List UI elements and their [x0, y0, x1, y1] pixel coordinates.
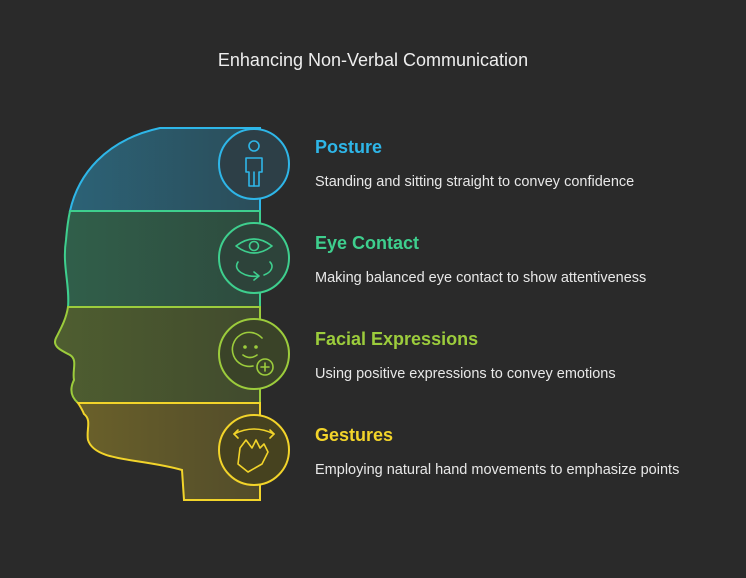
gestures-band: [76, 402, 261, 501]
facial-expressions-icon-group: [218, 318, 290, 390]
standing-person-icon: [245, 140, 263, 187]
eye-cycle-icon: [235, 238, 273, 281]
eye-contact-item: Eye Contact Making balanced eye contact …: [315, 233, 735, 286]
gestures-heading: Gestures: [315, 425, 394, 445]
posture-heading: Posture: [315, 137, 383, 157]
posture-band: [68, 127, 261, 212]
eye-contact-description: Making balanced eye contact to show atte…: [315, 270, 647, 286]
smile-plus-icon: [231, 331, 274, 376]
posture-icon-group: [218, 128, 290, 200]
waving-hand-icon: [233, 428, 275, 473]
gestures-icon-group: [218, 414, 290, 486]
gestures-description: Employing natural hand movements to emph…: [315, 462, 680, 478]
eye-contact-heading: Eye Contact: [315, 233, 420, 253]
eye-contact-icon-group: [218, 222, 290, 294]
page-title: Enhancing Non-Verbal Communication: [217, 50, 529, 70]
facial-expressions-band: [54, 306, 261, 404]
facial-expressions-heading: Facial Expressions: [315, 329, 479, 349]
facial-expressions-item: Facial Expressions Using positive expres…: [315, 329, 735, 382]
posture-item: Posture Standing and sitting straight to…: [315, 137, 735, 190]
facial-expressions-description: Using positive expressions to convey emo…: [315, 366, 616, 382]
posture-description: Standing and sitting straight to convey …: [315, 174, 635, 190]
gestures-item: Gestures Employing natural hand movement…: [315, 425, 735, 478]
